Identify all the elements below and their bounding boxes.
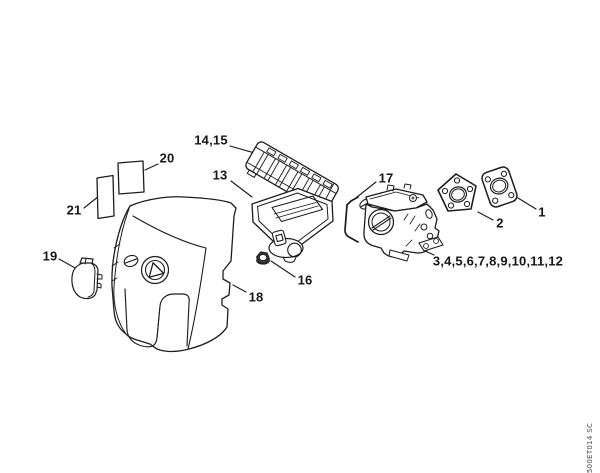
choke-knob-drawing	[71, 257, 103, 300]
drawing-code: 500ET014 SC	[586, 422, 594, 473]
callout-label-3-12: 3,4,5,6,7,8,9,10,11,12	[432, 253, 564, 269]
leader-lines	[58, 145, 537, 293]
callout-label-13: 13	[212, 167, 228, 183]
callout-label-14-15: 14,15	[194, 132, 228, 148]
pentagon-gasket-drawing	[437, 173, 477, 212]
callout-label-17: 17	[378, 170, 394, 186]
callout-label-21: 21	[66, 202, 82, 218]
callout-label-2: 2	[496, 215, 504, 231]
collar-nut-drawing	[256, 251, 270, 265]
callout-label-1: 1	[538, 204, 546, 220]
callout-label-20: 20	[159, 150, 175, 166]
callout-label-19: 19	[42, 248, 58, 264]
callout-label-16: 16	[297, 272, 313, 288]
carburetor-cover-drawing	[111, 196, 237, 353]
choke-rod-drawing	[344, 196, 359, 243]
carburetor-drawing	[363, 183, 444, 262]
callout-label-18: 18	[248, 289, 264, 305]
label-sheet-20-drawing	[117, 160, 145, 195]
filter-base-drawing	[251, 187, 334, 263]
label-sheet-21-drawing	[96, 174, 115, 220]
flange-gasket-drawing	[481, 166, 518, 208]
